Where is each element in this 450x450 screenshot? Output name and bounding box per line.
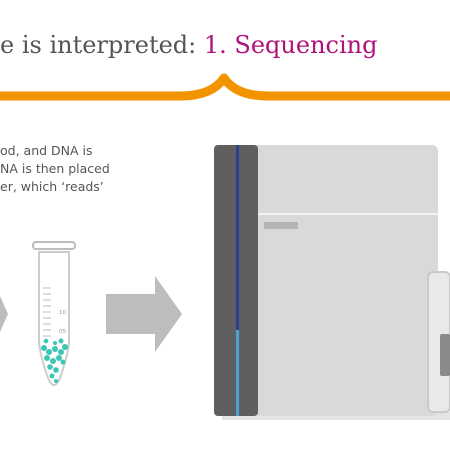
machine-screen [440,334,450,376]
machine-slot [264,222,298,229]
description-text: od, and DNA is NA is then placed er, whi… [0,142,190,196]
brace-shape [0,73,450,101]
title-prefix: e is interpreted: [0,31,204,59]
dna-strands-icon [41,338,68,383]
tube-scale-label-05: 05 [59,329,66,335]
sequencer-machine-icon [214,145,450,420]
tube-scale-label-10: 10 [59,310,66,316]
machine-body [214,145,438,416]
machine-blue-stripe [236,145,239,416]
tube-cap [32,241,76,250]
test-tube-icon: 10 05 [32,241,76,386]
machine-right-unit [427,271,450,413]
process-arrow-icon [106,276,182,352]
left-arrow-icon [0,296,8,332]
curly-brace [0,73,450,101]
machine-blue-stripe-light [236,330,239,416]
description-line-1: od, and DNA is [0,143,93,158]
description-line-2: NA is then placed [0,161,110,176]
page-title: e is interpreted: 1. Sequencing [0,28,450,62]
description-line-3: er, which ‘reads’ [0,179,104,194]
title-step-label: 1. Sequencing [203,31,378,59]
tube-graduation-marks [43,287,51,337]
